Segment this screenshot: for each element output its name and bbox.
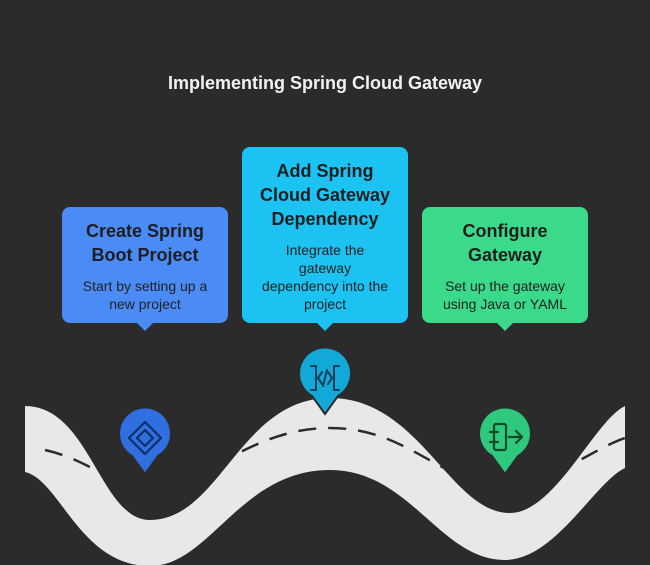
step-1-desc-line-1: Start by setting up a: [82, 278, 208, 294]
diagram-title: Implementing Spring Cloud Gateway: [167, 73, 483, 93]
step-2-title-line-3: Dependency: [271, 209, 379, 229]
step-2-pointer: [316, 322, 334, 331]
step-3-desc-line-1: Set up the gateway: [445, 278, 565, 294]
code-dependency-icon: [310, 365, 340, 391]
marker-step-3: [478, 406, 532, 476]
gateway-arrow-icon: [488, 422, 524, 452]
step-3-pointer: [496, 322, 514, 331]
step-2-desc-line-3: dependency into the: [261, 278, 389, 294]
step-card-add-dependency: Add Spring Cloud Gateway Dependency Inte…: [242, 147, 408, 331]
step-3-title-line-1: Configure: [462, 221, 548, 241]
step-1-desc-line-2: new project: [109, 296, 181, 312]
step-2-desc-line-4: project: [303, 296, 347, 312]
step-3-title-line-2: Gateway: [467, 245, 543, 265]
road-center-line: [44, 426, 626, 487]
road-surface: [25, 398, 625, 565]
step-1-pointer: [136, 322, 154, 331]
step-card-configure-gateway: Configure Gateway Set up the gateway usi…: [422, 207, 588, 331]
step-1-title-line-2: Boot Project: [91, 245, 199, 265]
step-3-desc-line-2: using Java or YAML: [443, 296, 567, 312]
step-2-title-line-2: Cloud Gateway: [259, 185, 391, 205]
marker-step-2: [298, 346, 352, 416]
step-2-desc-line-2: gateway: [298, 260, 352, 276]
diamond-project-icon: [127, 420, 163, 456]
step-1-title-line-1: Create Spring: [85, 221, 205, 241]
step-2-desc-line-1: Integrate the: [285, 242, 365, 258]
marker-step-1: [118, 406, 172, 476]
step-2-title-line-1: Add Spring: [276, 161, 374, 181]
step-card-create-project: Create Spring Boot Project Start by sett…: [62, 207, 228, 331]
